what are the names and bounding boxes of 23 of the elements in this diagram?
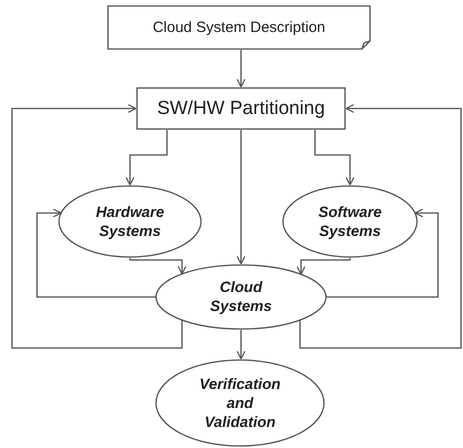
node-label: Software Systems xyxy=(317,202,383,240)
node-label: Cloud Systems xyxy=(209,278,273,316)
ellipse-node xyxy=(155,359,325,447)
process-box xyxy=(136,87,346,130)
node-label: Cloud System Description xyxy=(152,19,326,36)
node-label: Hardware Systems xyxy=(94,202,166,240)
document-box xyxy=(107,5,371,50)
ellipse-node xyxy=(282,185,418,258)
arrow xyxy=(11,104,183,349)
arrow xyxy=(326,208,439,298)
arrow xyxy=(125,130,168,186)
arrow xyxy=(314,130,355,186)
ellipse-node xyxy=(58,185,202,258)
arrow xyxy=(299,104,462,349)
ellipse-node xyxy=(155,264,327,330)
node-label: Verification and Validation xyxy=(198,374,282,432)
arrow xyxy=(236,50,246,88)
arrow xyxy=(36,208,156,298)
node-label: SW/HW Partitioning xyxy=(157,98,325,120)
arrow xyxy=(129,258,187,275)
arrow xyxy=(296,258,351,275)
arrow xyxy=(236,130,246,265)
arrow xyxy=(236,330,246,360)
